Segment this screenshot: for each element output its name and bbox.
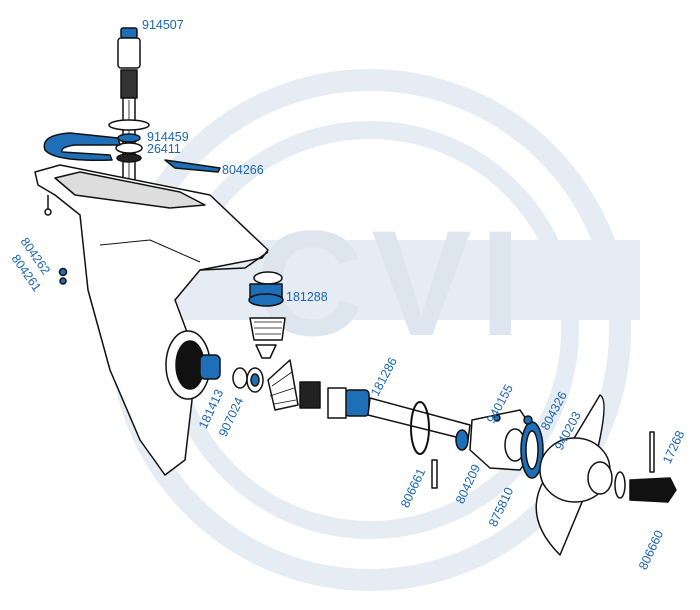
watermark-text: CVI (255, 199, 529, 367)
part-label-26411: 26411 (147, 142, 181, 156)
part-label-914507: 914507 (142, 18, 184, 32)
bearing-181413 (199, 354, 221, 380)
propeller (535, 394, 613, 556)
drive-shaft (117, 27, 141, 194)
gasket-804266 (43, 132, 121, 162)
part-label-804266: 804266 (222, 163, 264, 177)
propeller-cone (629, 477, 677, 503)
propeller-shaft (367, 397, 471, 441)
bearing-181286 (344, 389, 370, 417)
part-label-914459: 914459 (147, 130, 189, 144)
pinion-gear (248, 271, 286, 359)
forward-gear (267, 359, 299, 411)
part-label-181288: 181288 (286, 290, 328, 304)
gear-housing (34, 164, 269, 476)
washer-914459 (108, 119, 150, 131)
